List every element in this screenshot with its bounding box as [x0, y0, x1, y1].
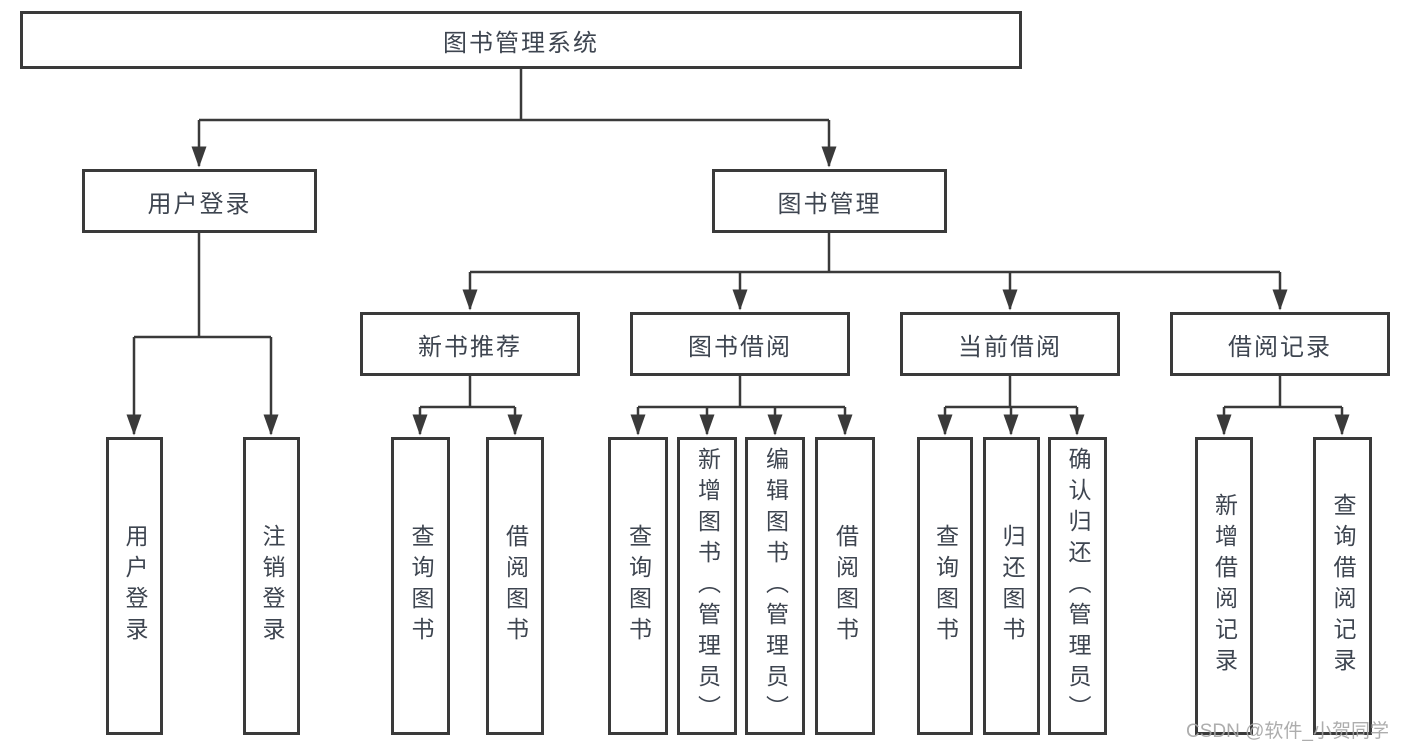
- node-user-login: 用户登录: [82, 169, 317, 233]
- node-borrowing-records: 借阅记录: [1170, 312, 1390, 376]
- node-book-borrowing: 图书借阅: [630, 312, 850, 376]
- leaf-edit-book-admin: 编辑图书（管理员）: [745, 437, 805, 735]
- connector-root: [199, 69, 829, 122]
- connector-borrowing-records: [1224, 376, 1342, 409]
- leaf-borrow-books-recommend: 借阅图书: [486, 437, 544, 735]
- leaf-logout: 注销登录: [243, 437, 300, 735]
- leaf-query-borrow-record: 查询借阅记录: [1313, 437, 1372, 735]
- leaf-query-books-borrowing: 查询图书: [608, 437, 668, 735]
- watermark: CSDN @软件_小贺同学: [1186, 721, 1389, 742]
- leaf-query-books-current: 查询图书: [917, 437, 973, 735]
- node-new-book-recommendation: 新书推荐: [360, 312, 580, 376]
- leaf-return-books: 归还图书: [983, 437, 1040, 735]
- connector-book-borrowing: [638, 376, 845, 409]
- connector-book-management: [470, 233, 1280, 274]
- leaf-confirm-return-admin: 确认归还（管理员）: [1048, 437, 1107, 735]
- node-current-borrowing: 当前借阅: [900, 312, 1120, 376]
- leaf-user-login: 用户登录: [106, 437, 163, 735]
- node-book-management: 图书管理: [712, 169, 947, 233]
- leaf-add-book-admin: 新增图书（管理员）: [677, 437, 737, 735]
- leaf-query-books-recommend: 查询图书: [391, 437, 450, 735]
- connector-current-borrowing: [945, 376, 1077, 409]
- connector-user-login: [134, 233, 271, 339]
- leaf-add-borrow-record: 新增借阅记录: [1195, 437, 1253, 735]
- leaf-borrow-books-borrowing: 借阅图书: [815, 437, 875, 735]
- node-library-system: 图书管理系统: [20, 11, 1022, 69]
- connector-new-book: [420, 376, 515, 409]
